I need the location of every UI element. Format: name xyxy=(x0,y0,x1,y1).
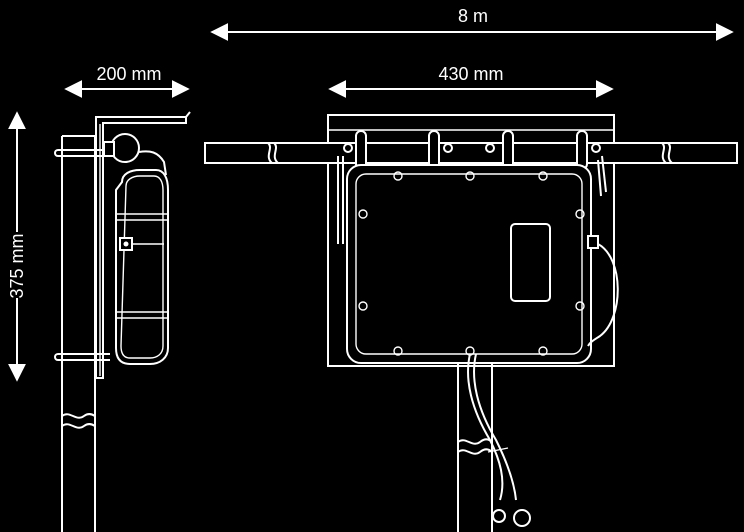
side-enclosure xyxy=(115,169,169,365)
dimension-overall-width: 8 m xyxy=(210,6,734,41)
front-view xyxy=(204,114,738,532)
front-back-plate xyxy=(327,114,615,367)
width-label: 430 mm xyxy=(438,64,503,84)
overall-width-label: 8 m xyxy=(458,6,488,26)
side-view xyxy=(54,111,191,532)
front-display-window xyxy=(510,223,551,302)
front-side-rods xyxy=(337,155,607,244)
side-top-fitting xyxy=(103,133,167,176)
dimension-height: 375 mm xyxy=(7,111,27,382)
front-enclosure xyxy=(346,164,599,364)
height-label: 375 mm xyxy=(7,233,27,298)
dimension-depth: 200 mm xyxy=(64,64,190,98)
front-pole xyxy=(457,364,493,532)
front-cable-loop xyxy=(587,243,619,347)
side-pole xyxy=(61,135,96,532)
side-clamps xyxy=(54,149,110,361)
dimension-width: 430 mm xyxy=(328,64,614,98)
depth-label: 200 mm xyxy=(96,64,161,84)
front-down-cable xyxy=(467,353,531,527)
front-horizontal-bar xyxy=(204,142,738,164)
side-bracket xyxy=(95,111,191,379)
